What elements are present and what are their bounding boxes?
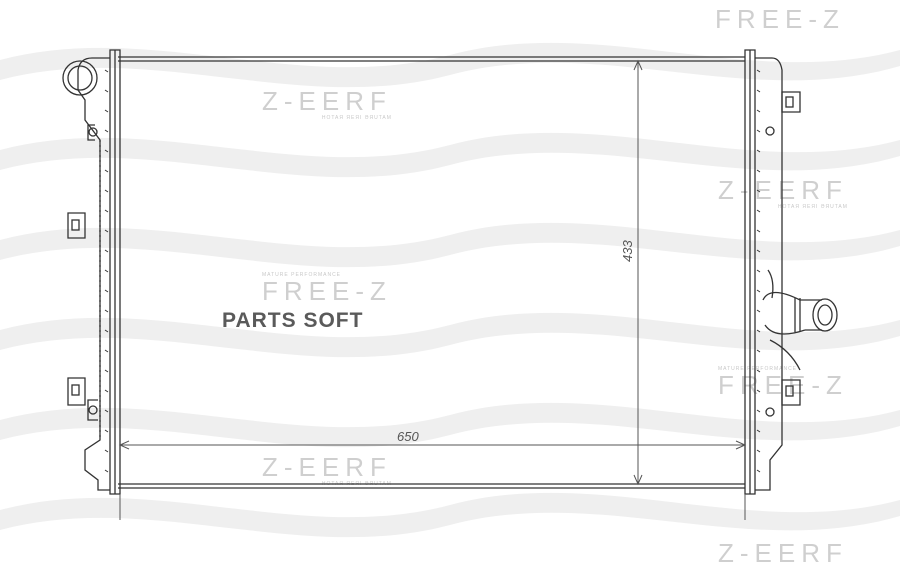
height-dimension-label: 433	[620, 240, 635, 262]
parts-soft-label: PARTS SOFT	[222, 309, 364, 332]
width-dimension-label: 650	[397, 429, 419, 444]
watermark-logo: FREE-Z	[715, 4, 845, 34]
watermark-logo: Z-EERF	[718, 538, 848, 568]
